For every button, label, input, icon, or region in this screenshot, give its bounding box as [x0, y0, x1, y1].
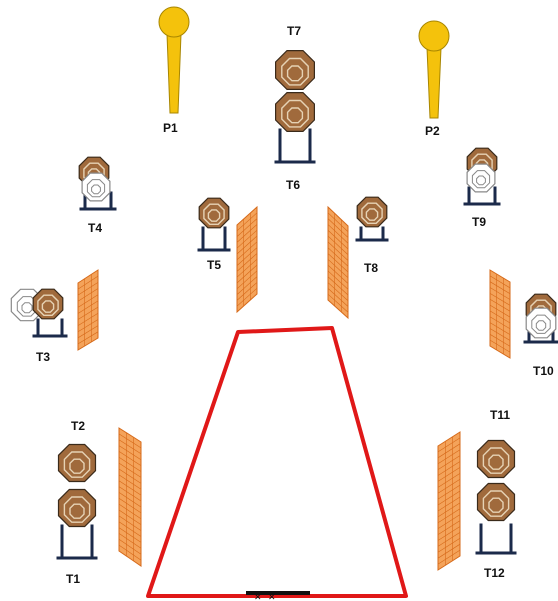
label-t3: T3 [36, 350, 51, 364]
start-position-mark: ✕✕ [246, 591, 310, 601]
target-stand [56, 524, 98, 560]
octagon-target-icon [275, 49, 315, 91]
shooting-area-fault-lines [146, 326, 408, 598]
no-shoot-target-icon [525, 307, 557, 339]
barricade-wall [489, 269, 511, 359]
label-t9: T9 [472, 215, 487, 229]
octagon-target-icon [356, 196, 388, 228]
barricade-wall [77, 269, 99, 351]
svg-text:✕: ✕ [254, 593, 262, 601]
target-stand [463, 186, 501, 206]
target-stand [274, 128, 316, 164]
octagon-target-icon [476, 482, 516, 522]
label-t2: T2 [71, 419, 86, 433]
label-t5: T5 [207, 258, 222, 272]
label-t8: T8 [364, 261, 379, 275]
svg-text:✕: ✕ [268, 593, 276, 601]
barricade-wall [437, 431, 461, 571]
label-t1: T1 [66, 572, 81, 586]
barricade-wall [236, 205, 258, 314]
barricade-wall [118, 427, 142, 567]
label-t7: T7 [287, 24, 302, 38]
target-stand [355, 226, 389, 242]
label-t4: T4 [88, 221, 103, 235]
label-p2: P2 [425, 124, 440, 138]
no-shoot-target-icon [466, 163, 496, 193]
label-t12: T12 [484, 566, 505, 580]
label-p1: P1 [163, 121, 178, 135]
label-t6: T6 [286, 178, 301, 192]
octagon-target-icon [198, 197, 230, 229]
label-t10: T10 [533, 364, 554, 378]
barricade-wall [327, 205, 349, 320]
popper-icon [418, 20, 450, 119]
popper-icon [158, 6, 190, 114]
target-stand [197, 226, 231, 252]
label-t11: T11 [490, 408, 511, 422]
target-stand [475, 523, 517, 555]
octagon-target-icon [57, 443, 97, 483]
target-stand [32, 318, 68, 338]
no-shoot-target-icon [81, 172, 111, 202]
octagon-target-icon [476, 439, 516, 479]
octagon-target-icon [32, 288, 64, 320]
octagon-target-icon [57, 488, 97, 528]
octagon-target-icon [275, 91, 315, 132]
